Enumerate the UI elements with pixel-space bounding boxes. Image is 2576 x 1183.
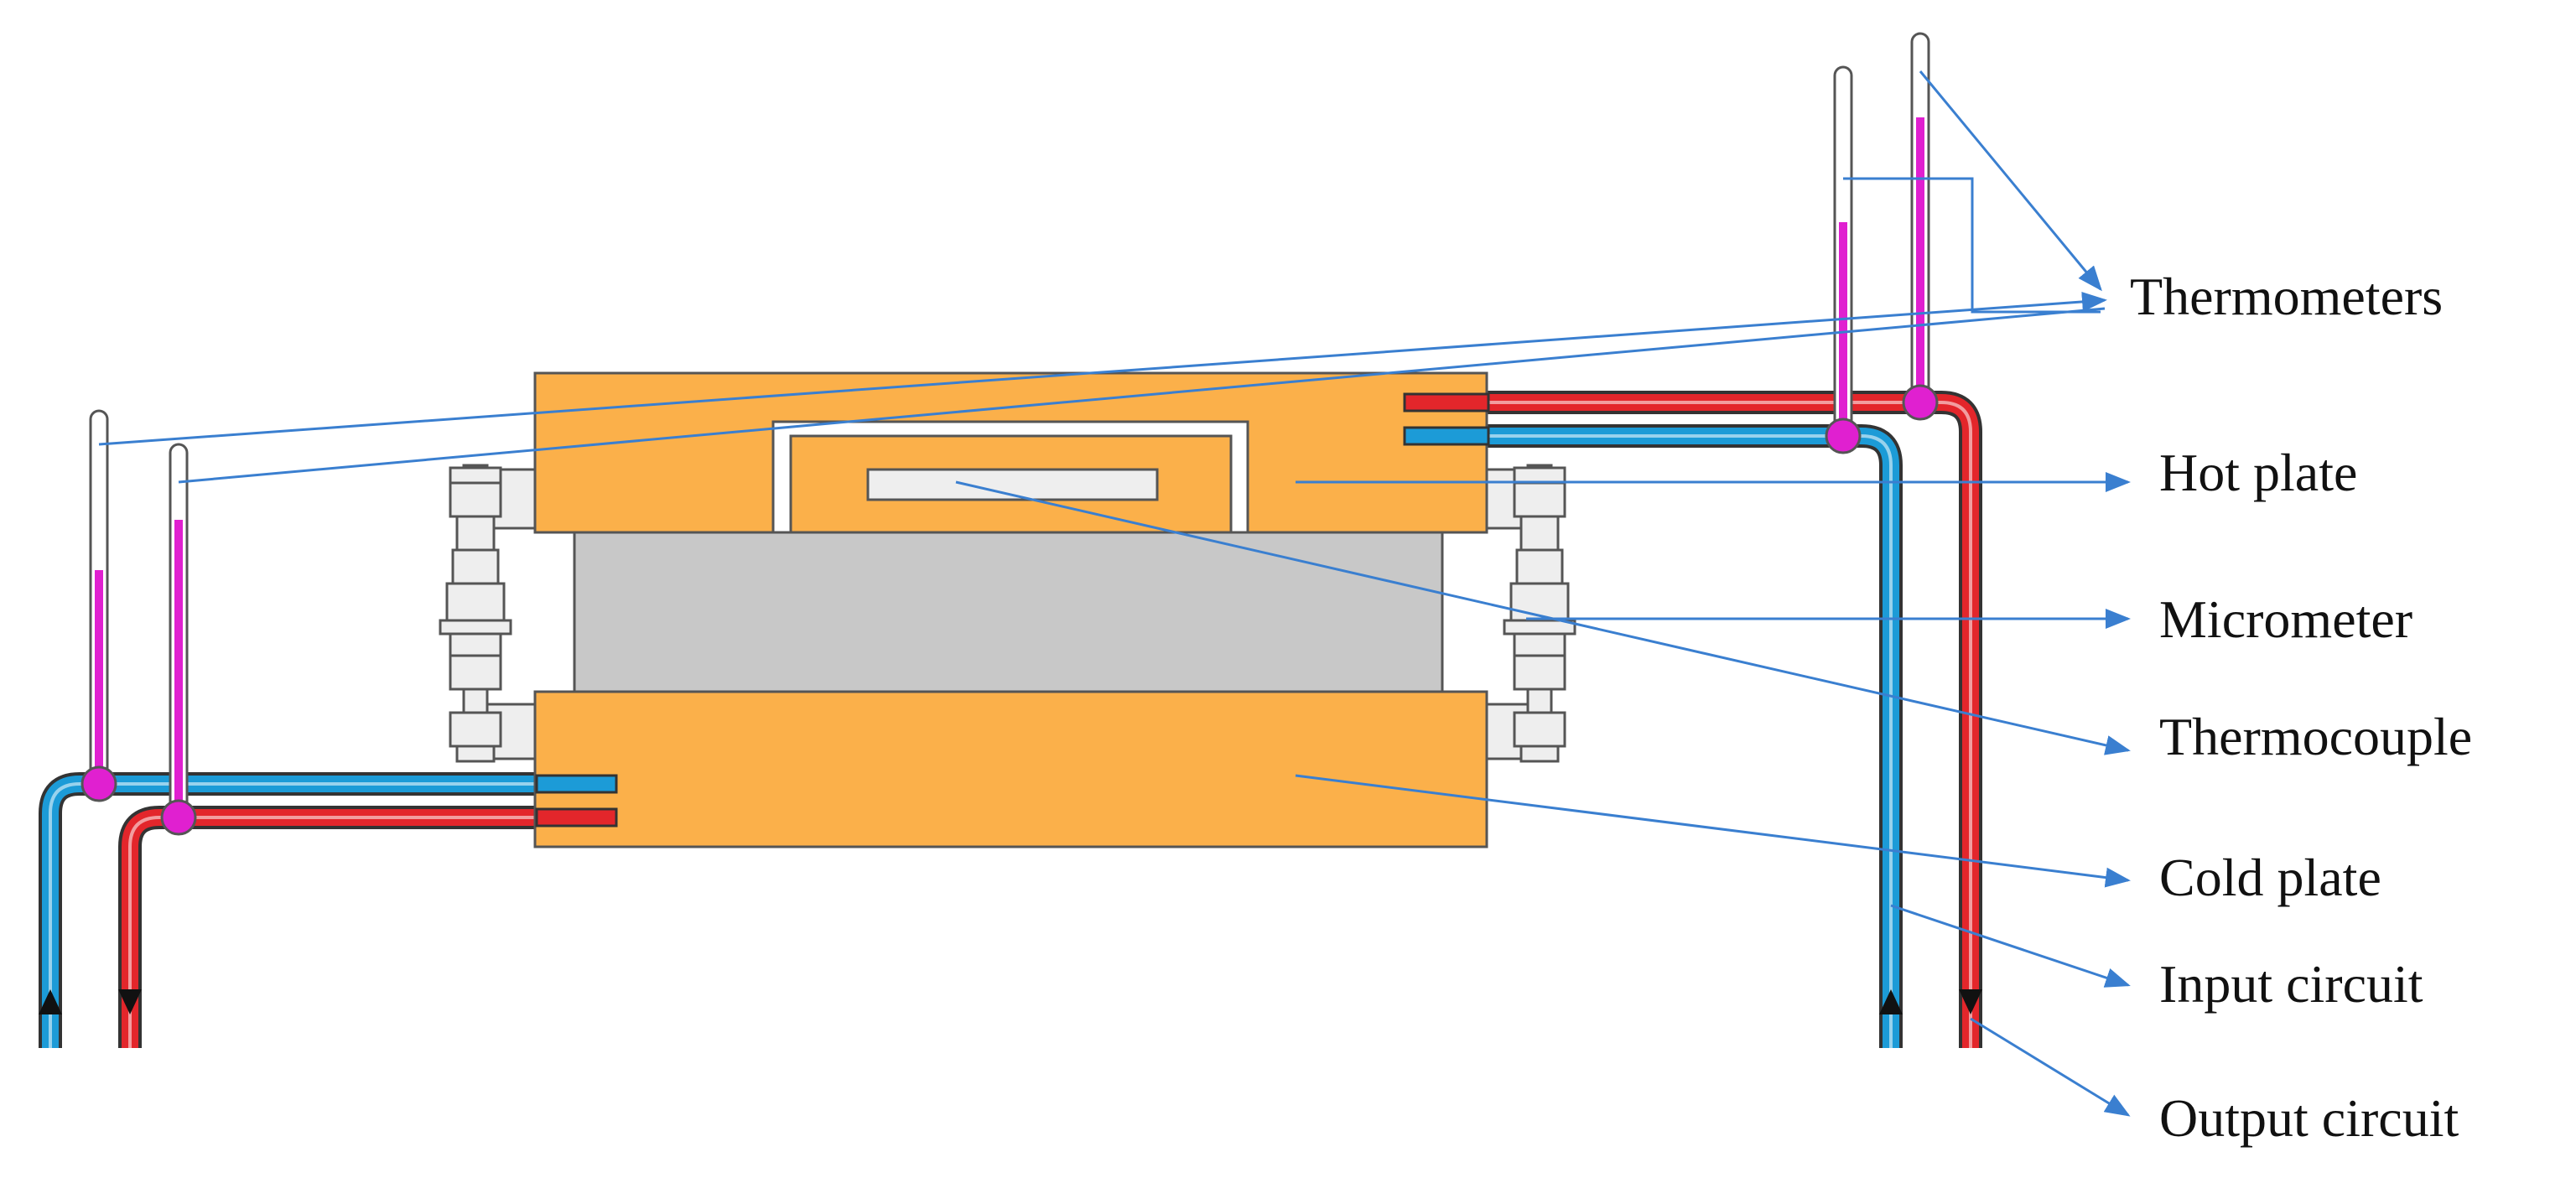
- thermometer-right-2: [1902, 32, 1939, 421]
- cold-plate: [533, 690, 1488, 848]
- thermometer-right-1: [1825, 65, 1862, 454]
- thermometer-left-1: [80, 409, 117, 802]
- leader-thermometer-left-2: [178, 307, 2106, 484]
- left-cold-pipe: [39, 772, 612, 1048]
- sample-block: [573, 527, 1444, 693]
- right-bolt: [1503, 464, 1576, 763]
- right-output-flow-arrow: [1959, 989, 1982, 1014]
- label-thermocouple: Thermocouple: [2159, 707, 2472, 766]
- left-output-flow-arrow: [118, 989, 142, 1014]
- left-hot-pipe: [118, 806, 612, 1048]
- right-input-flow-arrow: [1879, 989, 1903, 1014]
- label-hot-plate: Hot plate: [2159, 443, 2357, 502]
- leader-cold-plate: [1295, 774, 2131, 888]
- label-output-circuit: Output circuit: [2159, 1088, 2459, 1148]
- leader-thermometer-right-2: [1919, 70, 2102, 292]
- cold-plate-pipe-inlets: [535, 774, 618, 828]
- leader-lines: [98, 70, 2131, 1117]
- leader-thermocouple: [955, 480, 2131, 755]
- leader-output-circuit: [1970, 1017, 2131, 1117]
- hot-plate: [533, 371, 1488, 534]
- left-input-flow-arrow: [39, 989, 62, 1014]
- leader-thermometer-right-1: [1843, 177, 2101, 314]
- hot-plate-pipe-inlets: [1403, 392, 1490, 446]
- leader-thermometer-left-1: [98, 291, 2107, 446]
- leader-input-circuit: [1890, 904, 2131, 988]
- left-bolt: [439, 464, 512, 763]
- label-input-circuit: Input circuit: [2159, 954, 2423, 1014]
- thermometer-left-2: [160, 443, 197, 836]
- label-thermometers: Thermometers: [2130, 267, 2443, 326]
- label-micrometer: Micrometer: [2159, 589, 2412, 649]
- label-cold-plate: Cold plate: [2159, 848, 2381, 907]
- right-cold-pipe: [1405, 424, 1903, 1048]
- right-hot-pipe: [1405, 391, 1982, 1048]
